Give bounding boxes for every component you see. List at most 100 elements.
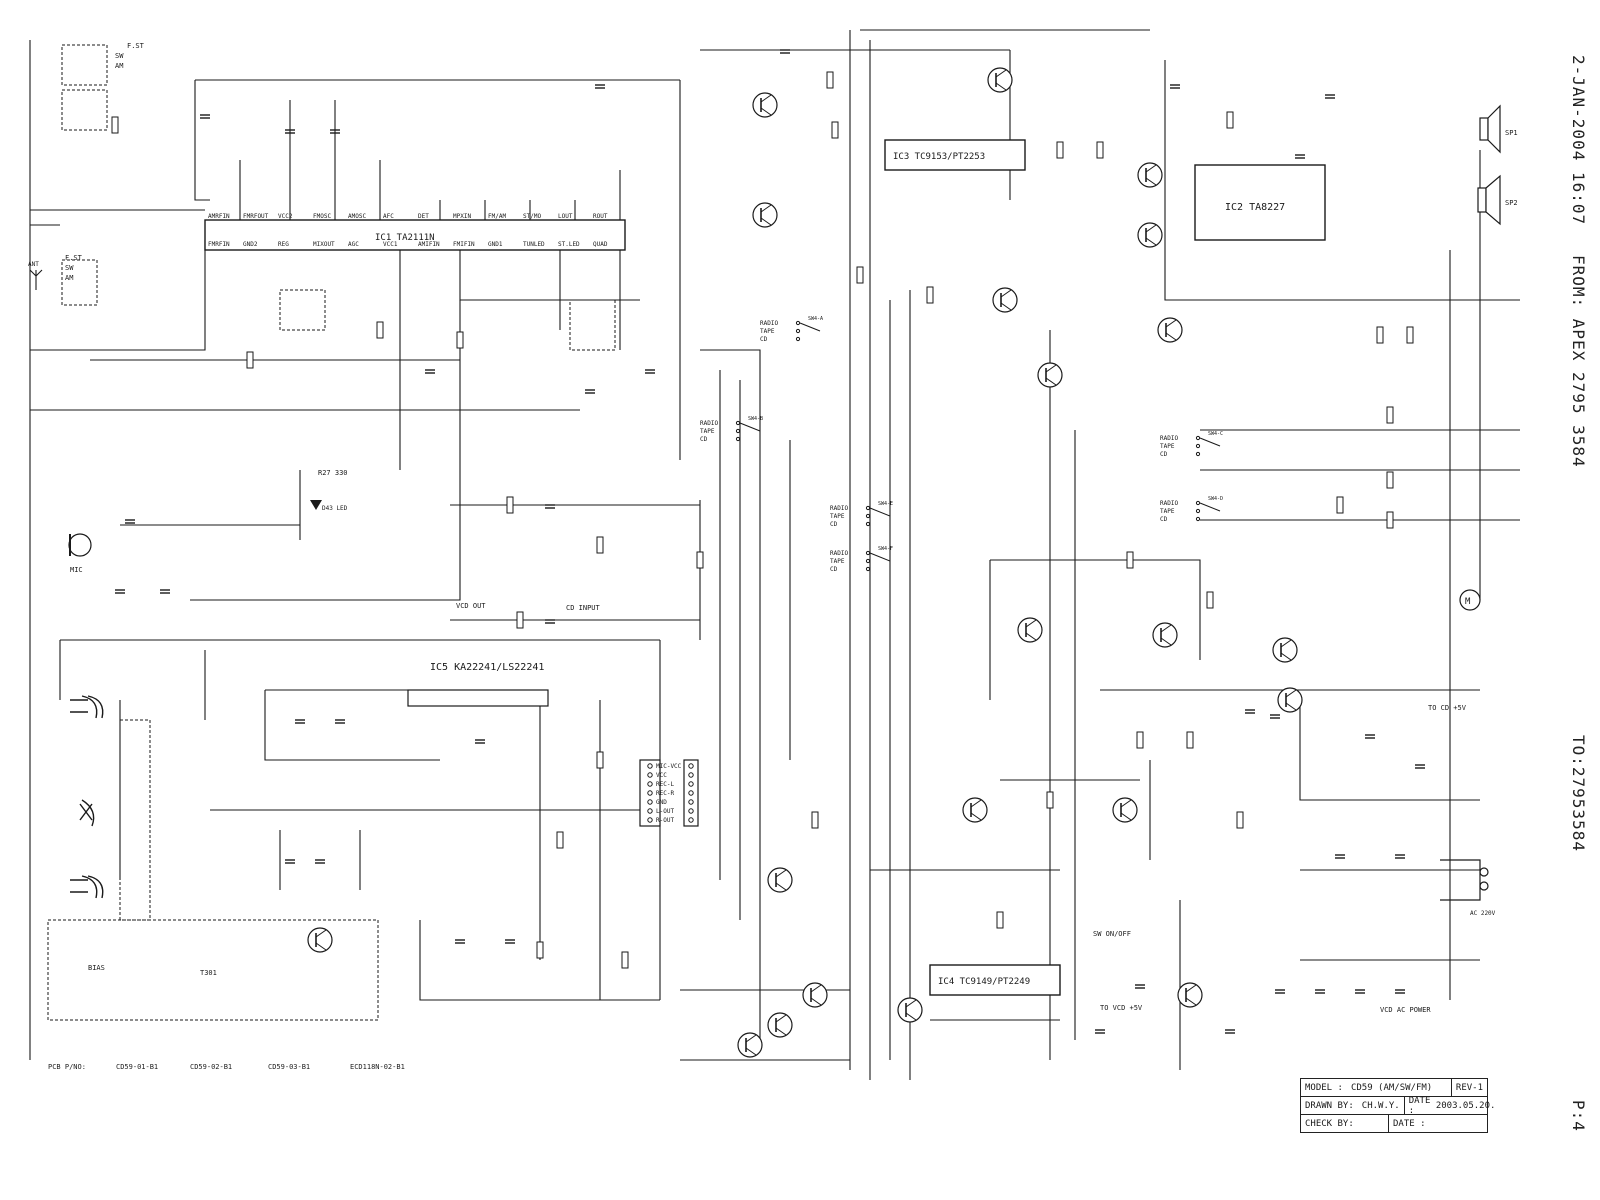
resistor-body [996,911,1004,929]
transistor-collector [1280,639,1292,648]
date2-label: DATE : [1388,1115,1487,1132]
transistor-collector [905,999,917,1008]
sp2-label: SP2 [1505,199,1518,207]
connector-pin-dot [647,817,653,823]
connector-pin-dot [688,817,694,823]
transistor-collector [1045,364,1057,373]
resistor-body [1136,731,1144,749]
switch-position-label: TAPE [1160,508,1175,515]
ic1-bottom-pin: GND1 [488,241,503,248]
resistor-body [1096,141,1104,159]
ic1-top-pin: FMOSC [313,213,331,220]
title-block: MODEL : CD59 (AM/SW/FM) REV-1 DRAWN BY: … [1300,1078,1495,1133]
switch-contact [1195,508,1201,514]
transistor-collector [1145,224,1157,233]
transistor-emitter [1280,652,1292,661]
transistor-emitter [995,82,1007,91]
resistor-body [596,751,604,769]
model-value: CD59 (AM/SW/FM) [1350,1082,1433,1093]
band-fst-label-2: F.ST [65,254,83,262]
resistor-body [456,331,464,349]
switch-wiper [869,507,891,517]
switch-ref: SW4-A [808,316,823,322]
transistor-collector [775,869,787,878]
resistor-body [536,941,544,959]
ic1-top-pin: AMRFIN [208,213,230,220]
transistor-emitter [905,1012,917,1021]
ic2-label: IC2 TA8227 [1225,202,1285,213]
resistor-body [1406,326,1414,344]
transistor-collector [1000,289,1012,298]
resistor-body [1376,326,1384,344]
band-sw-label-2: SW [65,264,74,272]
switch-contact [735,420,741,426]
band-sw-label: SW [115,52,124,60]
transistor-emitter [775,1027,787,1036]
title-row-drawn: DRAWN BY: CH.W.Y. DATE : 2003.05.20. [1301,1096,1495,1116]
resistor-body [1126,551,1134,569]
transistor-symbol [1017,617,1043,643]
ic1-top-pin: DET [418,213,429,220]
switch-wiper [799,322,821,332]
transistor-collector [760,94,772,103]
sw-onoff-label: SW ON/OFF [1093,930,1131,938]
transistor-collector [315,929,327,938]
ic2: IC2 TA8227 [1194,164,1326,241]
switch-position-label: RADIO [1160,500,1178,507]
ic1-bottom-pin: TUNLED [523,241,545,248]
pcb-number-4: ECD118N-02-B1 [350,1063,405,1071]
switch-ref: SW4-D [1208,496,1223,502]
transistor-collector [1285,689,1297,698]
ic1-label: IC1 TA2111N [375,233,435,243]
transistor-emitter [315,942,327,951]
ic1-bottom-pin: GND2 [243,241,258,248]
transistor-emitter [1165,332,1177,341]
transistor-symbol [1152,622,1178,648]
antenna-label: ANT [28,261,39,268]
vcd-ac-power-label: VCD AC POWER [1380,1006,1431,1014]
switch-contact [1195,516,1201,522]
transistor-emitter [1000,302,1012,311]
to-vcd-5v-label: TO VCD +5V [1100,1004,1143,1012]
pcb-number-2: CD59-02-B1 [190,1063,233,1071]
resistor-body [1236,811,1244,829]
switch-ref: SW4-C [1208,431,1223,437]
switch-contact [865,558,871,564]
ic1-top-pin: AFC [383,213,394,220]
resistor-body [1226,111,1234,129]
connector-pin-dot [688,781,694,787]
ic1-bottom-pin: AMIFIN [418,241,440,248]
connector-pin-dot [647,763,653,769]
resistor-body [111,116,119,134]
switch-contact [1195,443,1201,449]
vcd-out-label: VCD OUT [456,602,486,610]
ic1-top-pin: AMOSC [348,213,366,220]
transistor-collector [775,1014,787,1023]
transistor-emitter [1185,997,1197,1006]
transistor-collector [995,69,1007,78]
misc-labels: R27 330 VCD OUT CD INPUT BIAS T301 TO CD… [88,469,1467,1014]
switch-position-label: CD [760,336,768,343]
resistor-body [1056,141,1064,159]
ic1-top-pin: MPXIN [453,213,471,220]
ic1-top-pin: LOUT [558,213,573,220]
transistor-emitter [760,107,772,116]
transistor-symbol [752,92,778,118]
transistor-emitter [1145,177,1157,186]
connector-pin-dot [647,781,653,787]
connector-pin-label: L-OUT [656,808,674,815]
fax-from: FROM: APEX 2795 3584 [1569,255,1588,468]
switch-contact [865,513,871,519]
switch-position-label: TAPE [830,513,845,520]
switch-ref: SW4-B [748,416,763,422]
transistor-emitter [970,812,982,821]
switch-position-label: CD [1160,516,1168,523]
switch-position-label: CD [1160,451,1168,458]
ic4-label: IC4 TC9149/PT2249 [938,977,1030,987]
resistor-body [1386,406,1394,424]
drawn-value: CH.W.Y. [1361,1100,1400,1111]
switch-wiper [1199,502,1221,512]
resistor-body [1386,471,1394,489]
